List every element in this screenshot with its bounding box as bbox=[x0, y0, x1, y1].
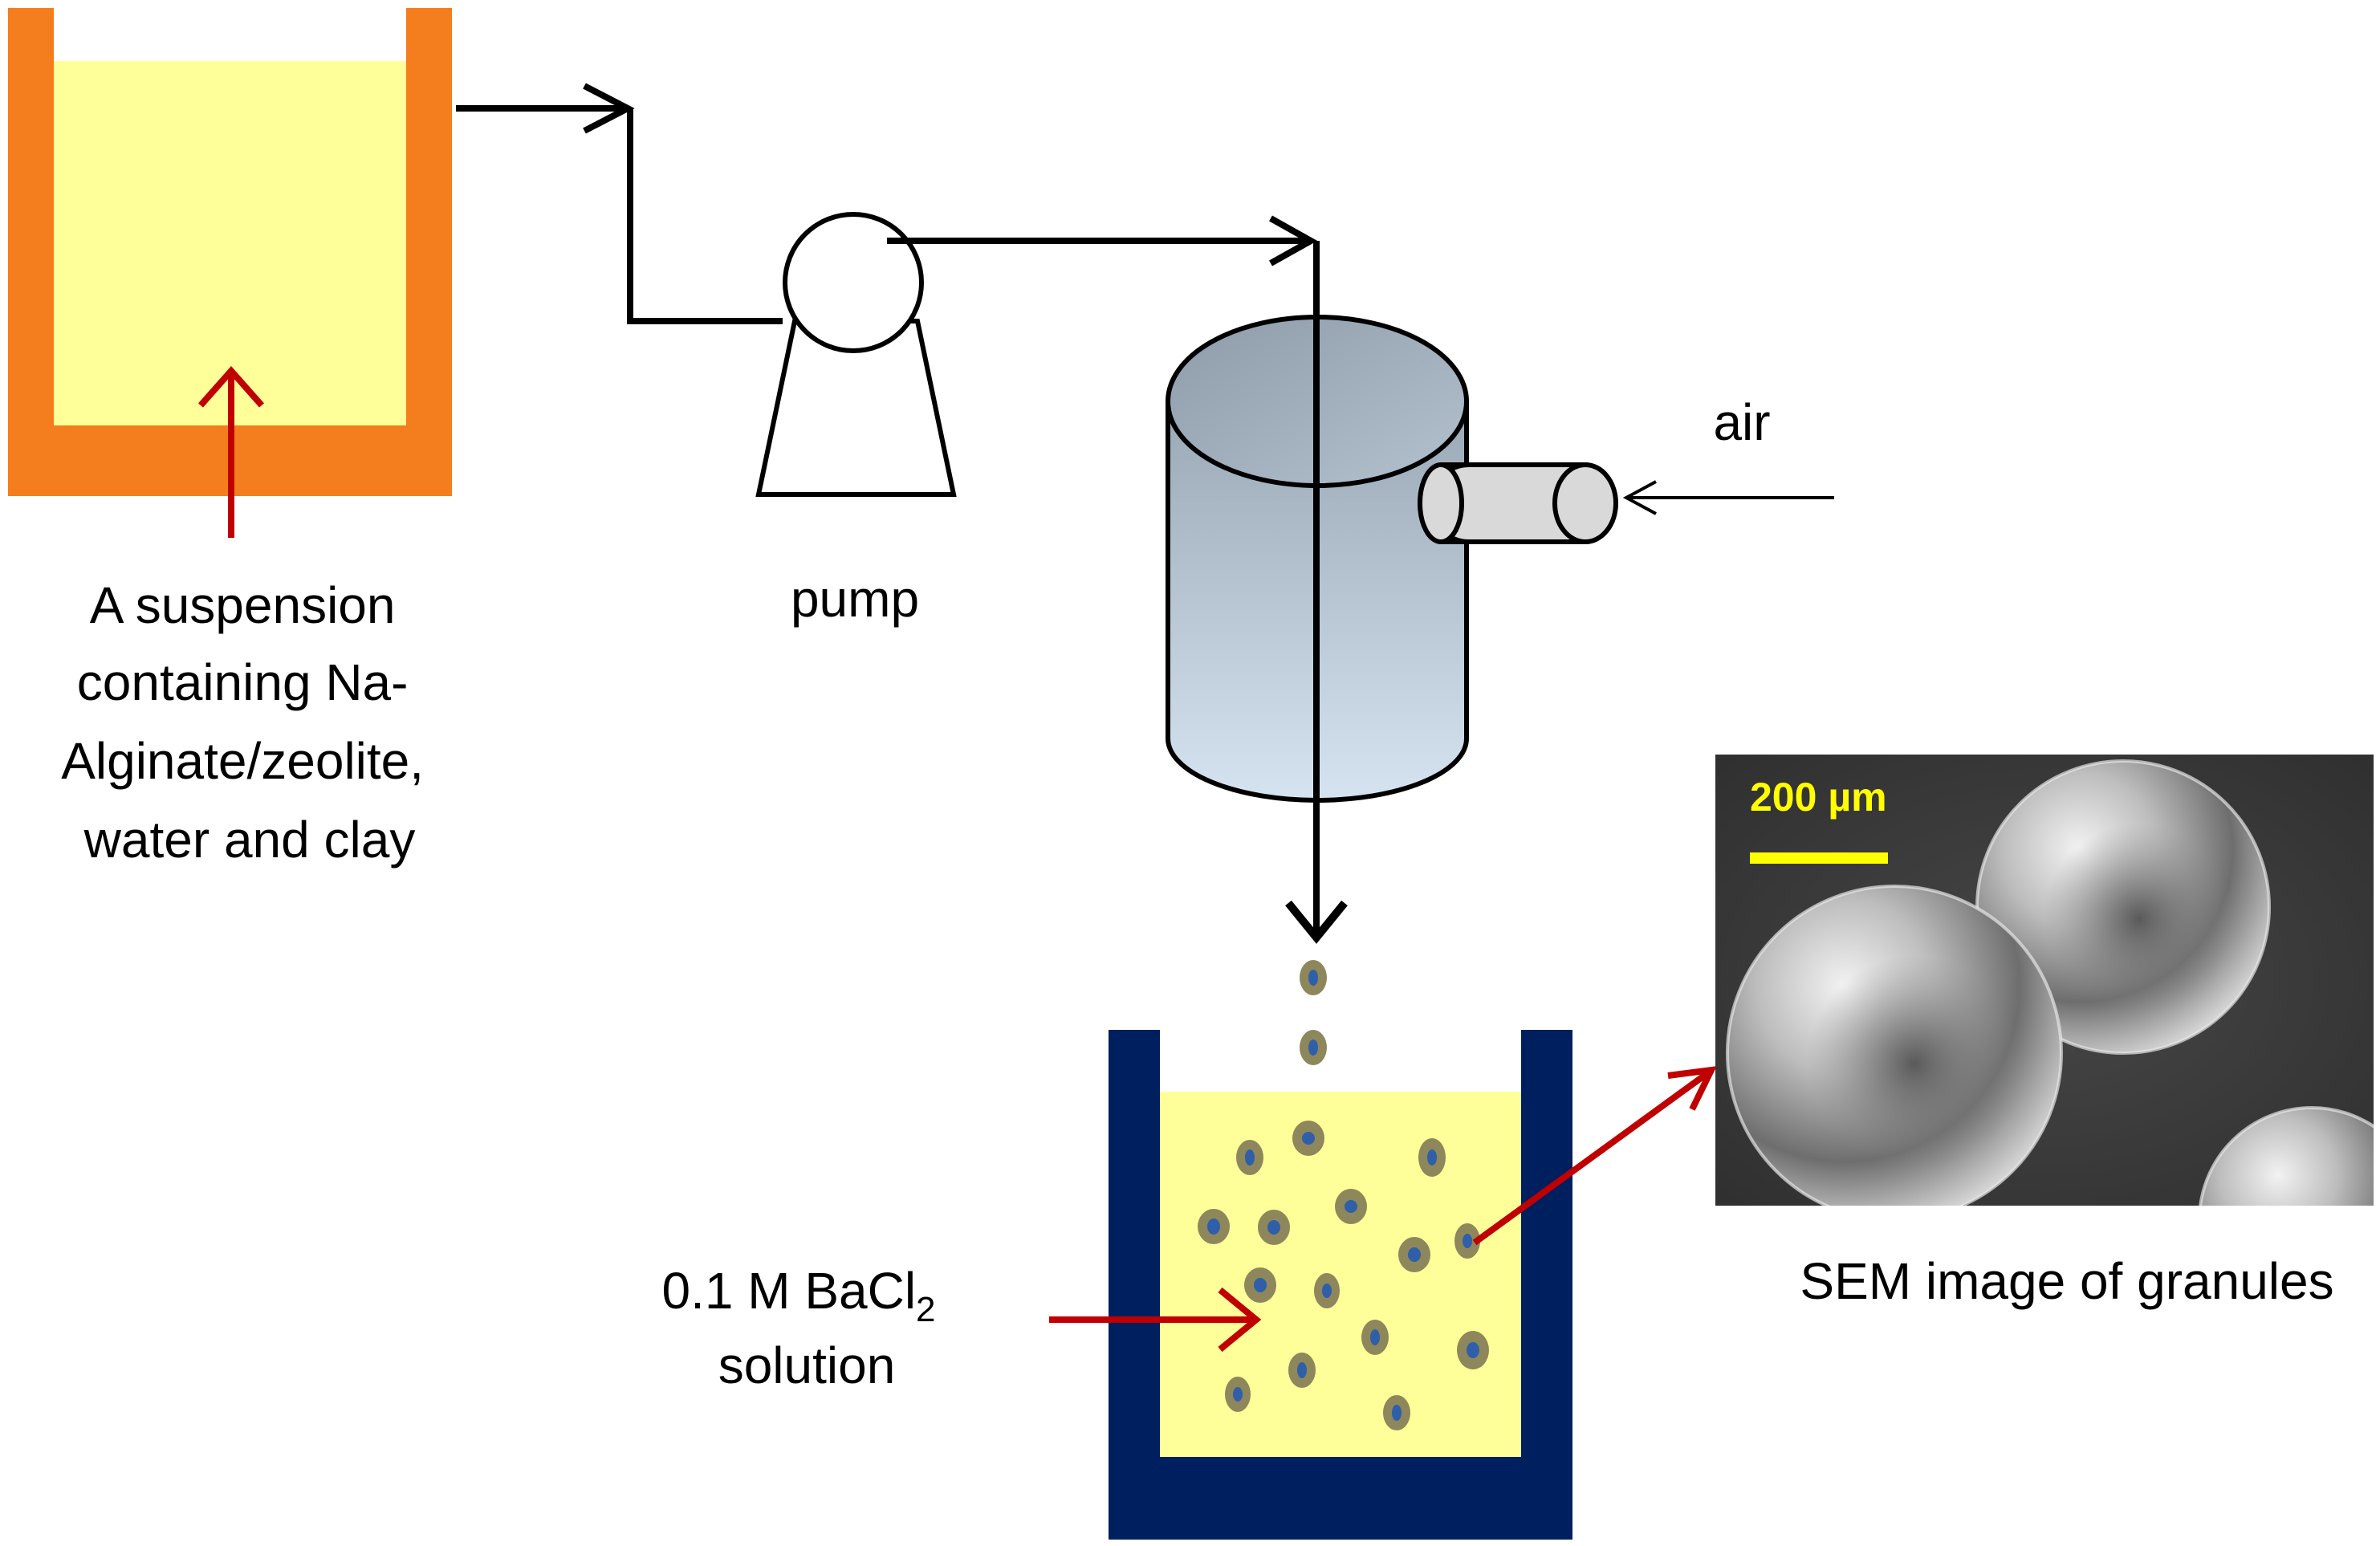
granule bbox=[1236, 1140, 1263, 1175]
orange-beaker-wall bbox=[8, 8, 452, 496]
granule bbox=[1418, 1138, 1446, 1177]
falling-drop bbox=[1300, 960, 1327, 995]
granule bbox=[1454, 1223, 1480, 1259]
sem-pointer-arrow bbox=[1472, 1066, 1717, 1246]
granule bbox=[1198, 1209, 1230, 1244]
granule bbox=[1335, 1189, 1367, 1224]
granule bbox=[1258, 1210, 1290, 1245]
drip-line bbox=[1285, 241, 1348, 944]
granule bbox=[1398, 1237, 1430, 1272]
pump-head bbox=[783, 212, 924, 353]
sem-granule bbox=[1726, 885, 2063, 1206]
suspension-pointer-arrow bbox=[198, 365, 264, 538]
granules-in-bath bbox=[1198, 1121, 1489, 1430]
bacl2-label: 0.1 M BaCl2 bbox=[661, 1262, 935, 1329]
flow-line-to-pump bbox=[456, 83, 783, 324]
air-pipe-opening bbox=[1552, 462, 1618, 544]
suspension-label: A suspension containing Na- Alginate/zeo… bbox=[61, 576, 438, 869]
flow-line-to-vessel bbox=[887, 215, 1318, 266]
bacl2-solution bbox=[1160, 1092, 1521, 1457]
granule bbox=[1288, 1353, 1316, 1388]
falling-drops bbox=[1300, 960, 1327, 1065]
scale-bar bbox=[1750, 852, 1888, 864]
granule bbox=[1244, 1267, 1276, 1303]
sem-image: 200 µm bbox=[1715, 755, 2374, 1206]
granule bbox=[1383, 1395, 1410, 1430]
air-label: air bbox=[1713, 393, 1770, 451]
granule bbox=[1292, 1121, 1324, 1156]
scale-bar-label: 200 µm bbox=[1750, 775, 1887, 820]
suspension-liquid bbox=[54, 61, 406, 425]
bacl2-pointer-arrow bbox=[1049, 1287, 1262, 1353]
granule bbox=[1225, 1377, 1251, 1412]
bacl2-solution-label: solution bbox=[718, 1336, 896, 1394]
granule bbox=[1361, 1320, 1389, 1355]
granule bbox=[1314, 1273, 1340, 1308]
encapsulation-vessel bbox=[1166, 315, 1618, 803]
air-arrow bbox=[1622, 480, 1834, 515]
sem-caption: SEM image of granules bbox=[1800, 1252, 2333, 1310]
falling-drop bbox=[1300, 1030, 1327, 1065]
sem-granule bbox=[2199, 1106, 2374, 1206]
suspension-beaker bbox=[8, 8, 452, 496]
navy-beaker-wall bbox=[1109, 1030, 1572, 1540]
pump bbox=[755, 212, 957, 497]
bacl2-beaker bbox=[1109, 1030, 1572, 1540]
granule bbox=[1457, 1331, 1489, 1369]
sem-granule bbox=[1975, 759, 2271, 1055]
pump-label: pump bbox=[791, 570, 919, 628]
